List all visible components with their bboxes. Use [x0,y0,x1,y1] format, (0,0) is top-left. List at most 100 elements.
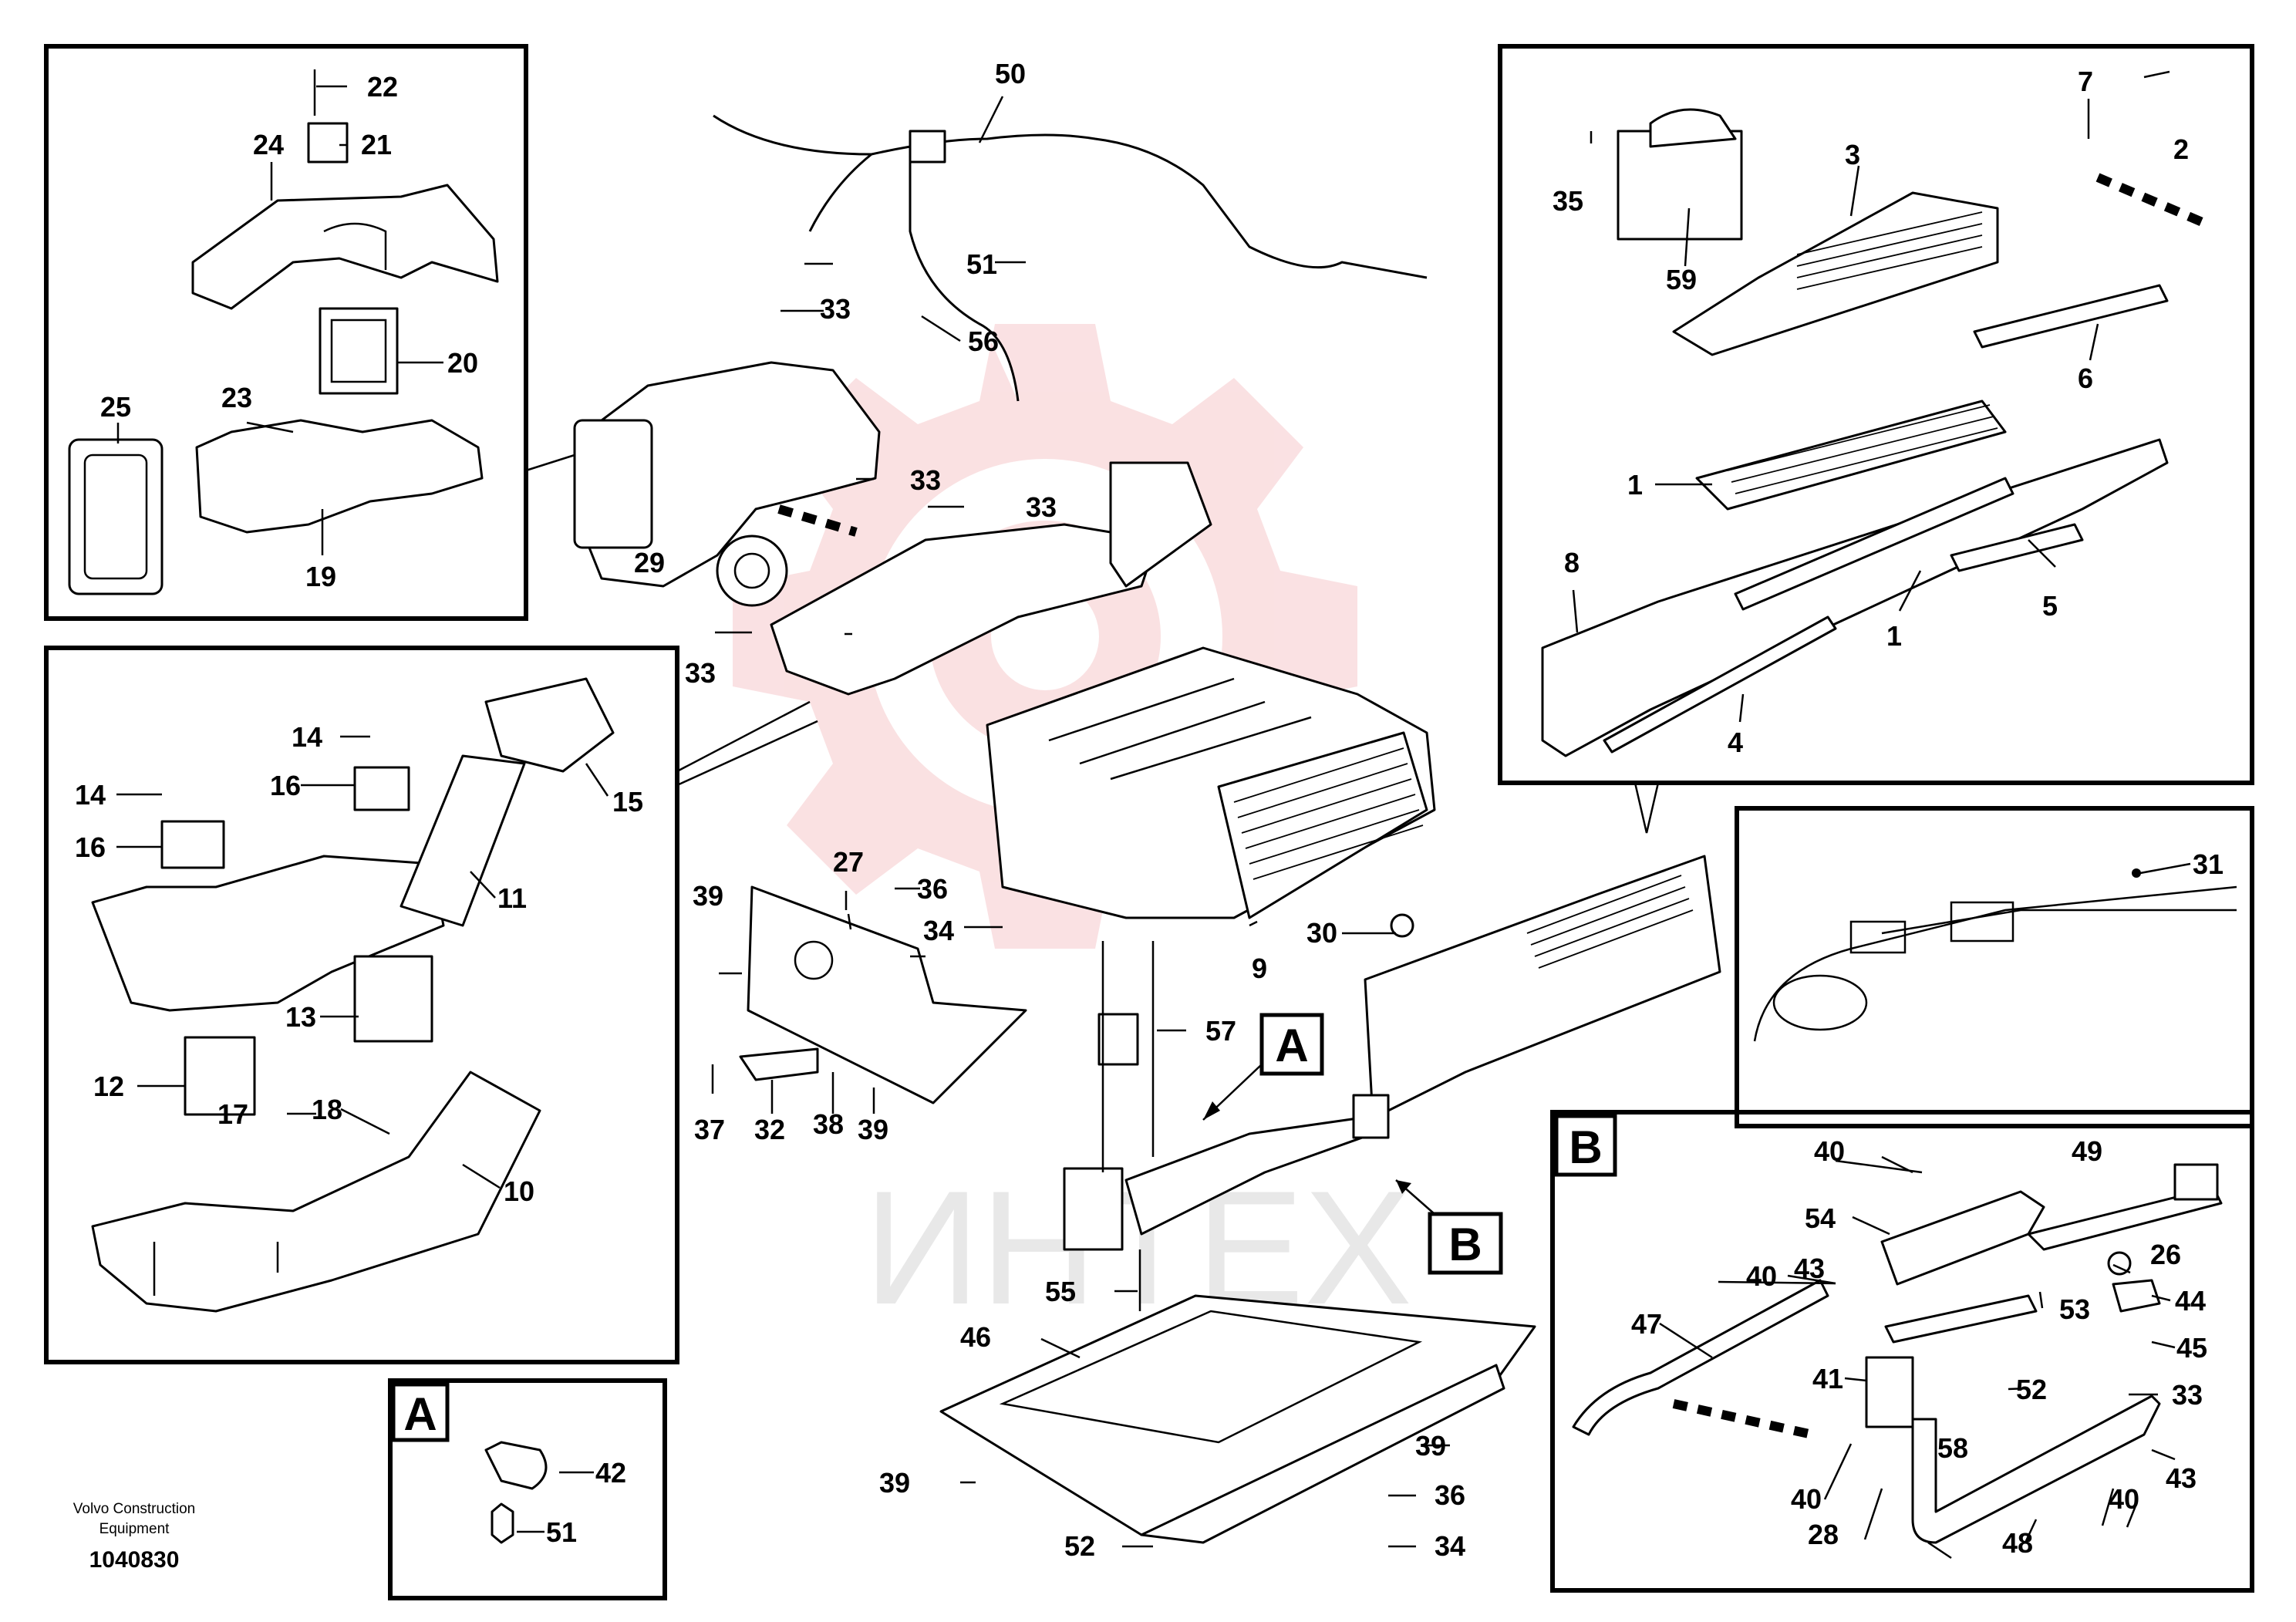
part-label-27: 27 [833,846,864,878]
part-label-20: 20 [447,347,478,379]
part-label-31: 31 [2193,848,2224,880]
part-label-16-lower: 16 [75,831,106,863]
detail-frame-duct-bottom [44,646,679,1364]
part-label-17: 17 [217,1098,248,1130]
section-b-callout-tag: B [1395,1179,1503,1275]
section-a-callout-tag: A [1202,1013,1324,1121]
part-label-40-c: 40 [1791,1483,1822,1515]
part-label-44: 44 [2175,1285,2206,1317]
part-label-3: 3 [1845,139,1860,170]
part-label-40-d: 40 [2109,1483,2139,1515]
part-label-35: 35 [1553,185,1583,217]
part-label-38: 38 [813,1108,844,1140]
part-label-26: 26 [2150,1239,2181,1270]
detail-b-hose-drawing [1572,1163,2223,1544]
part-label-53: 53 [2059,1293,2090,1325]
part-label-42: 42 [595,1457,626,1489]
section-b-callout-letter: B [1448,1219,1482,1270]
part-label-29: 29 [634,547,665,578]
part-label-33-b: 33 [910,464,941,496]
document-number: 1040830 [89,1547,180,1573]
part-label-49: 49 [2072,1135,2102,1167]
detail-a-clamp-drawing [484,1441,548,1544]
part-label-32: 32 [754,1114,785,1145]
part-label-11: 11 [497,882,527,914]
part-label-43-b: 43 [2166,1462,2197,1494]
part-label-58: 58 [1937,1432,1968,1464]
footer-company-line1: Volvo Construction [73,1501,195,1517]
detail-frame-a [388,1378,667,1600]
section-a-callout-letter: A [1275,1020,1308,1071]
part-label-12: 12 [93,1071,124,1102]
part-label-33-e: 33 [2172,1379,2203,1411]
part-label-51-center: 51 [966,248,997,280]
section-a-detail-tag: A [391,1382,450,1442]
footer-company-line2: Equipment [99,1521,170,1537]
part-label-45: 45 [2176,1332,2207,1364]
frame-connector-lines [525,454,1660,834]
hvac-unit-drawing [986,646,1436,1066]
part-label-24: 24 [253,129,284,160]
part-label-39-b: 39 [858,1114,888,1145]
part-label-4: 4 [1728,727,1743,758]
dashboard-sensor-drawing [1753,868,2237,1042]
part-label-6: 6 [2078,363,2093,394]
part-label-59: 59 [1666,264,1697,295]
leader-lines [116,70,2191,1560]
part-label-16-upper: 16 [270,770,301,801]
part-label-14-lower: 14 [75,779,106,811]
part-label-1-lower: 1 [1886,620,1902,652]
detail-frame-b [1550,1110,2254,1593]
duct-assembly-bottom-drawing [91,677,615,1313]
part-label-14-upper: 14 [292,721,322,753]
part-number-labels: 22 21 24 20 23 25 19 14 14 16 16 15 11 1… [75,58,2224,1562]
central-air-duct-drawing [573,361,1212,696]
detail-frame-duct-top [44,44,528,621]
part-label-9: 9 [1252,953,1267,984]
section-b-detail-letter: B [1569,1121,1602,1173]
fresh-air-filter-drawing [1541,108,2208,757]
part-label-33-a: 33 [820,293,851,325]
part-label-23: 23 [221,382,252,413]
part-label-39-c: 39 [879,1467,910,1499]
part-label-47: 47 [1631,1308,1662,1340]
part-label-19: 19 [305,561,336,592]
part-label-28: 28 [1808,1519,1839,1550]
part-label-34-a: 34 [923,915,954,946]
part-label-52-a: 52 [1064,1530,1095,1562]
part-label-33-c: 33 [1026,491,1057,523]
part-label-15: 15 [612,786,643,818]
part-label-30: 30 [1306,917,1337,949]
part-label-54: 54 [1805,1202,1836,1234]
part-label-43-a: 43 [1794,1253,1825,1284]
cover-plate-drawing [739,885,1027,1104]
detail-frame-sensor [1735,806,2254,1128]
part-label-52-b: 52 [2016,1374,2047,1405]
detail-frame-filter [1498,44,2254,785]
part-label-57: 57 [1205,1015,1236,1047]
part-label-39-d: 39 [1415,1430,1446,1462]
part-label-36-b: 36 [1435,1479,1465,1511]
part-label-13: 13 [285,1001,316,1033]
bottom-tray-drawing [939,1294,1536,1544]
part-label-7: 7 [2078,66,2093,97]
part-label-8: 8 [1564,547,1580,578]
part-label-39-a: 39 [693,880,723,912]
part-label-1-upper: 1 [1627,469,1643,501]
part-label-41: 41 [1812,1363,1843,1394]
part-label-2: 2 [2173,133,2189,165]
duct-assembly-top-drawing [68,69,499,595]
part-label-5: 5 [2042,590,2058,622]
heater-valve-assembly-drawing [1063,941,1390,1311]
part-label-37: 37 [694,1114,725,1145]
wiring-harness-drawing [713,114,1428,402]
rear-vent-panel-drawing [1364,855,1721,1120]
part-label-36-a: 36 [917,873,948,905]
part-label-55: 55 [1045,1276,1076,1307]
part-label-40-b: 40 [1746,1260,1777,1292]
part-label-21: 21 [361,129,392,160]
part-label-22: 22 [367,71,398,103]
part-label-25: 25 [100,391,131,423]
